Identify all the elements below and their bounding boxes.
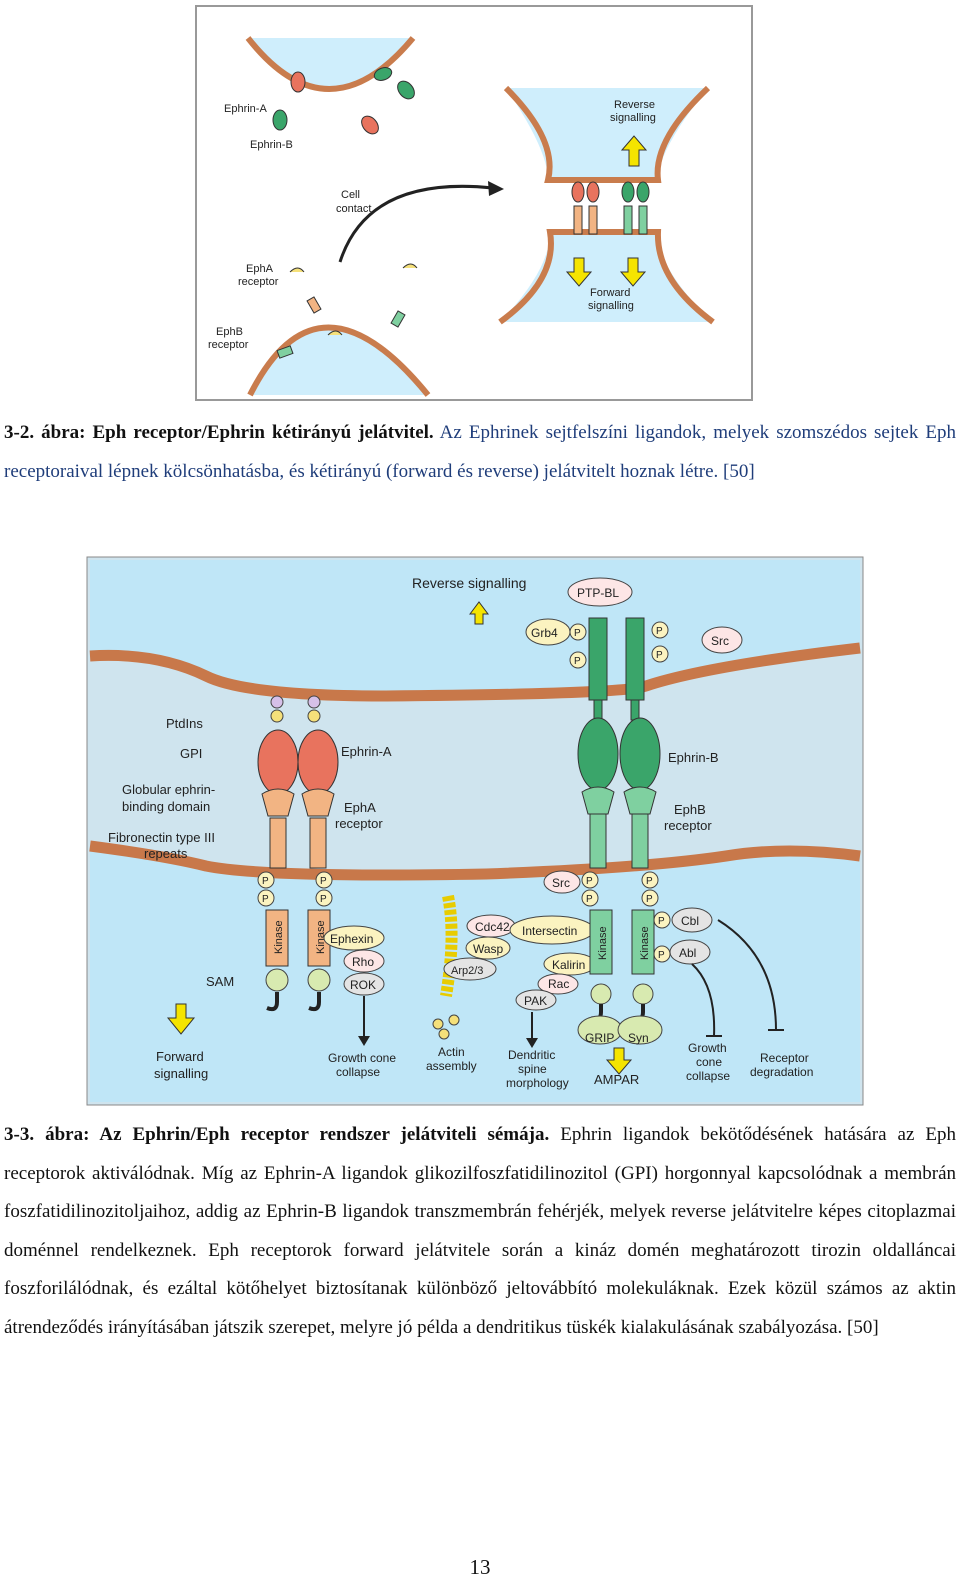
- svg-text:Src: Src: [711, 634, 729, 648]
- svg-text:GRIP: GRIP: [585, 1031, 614, 1045]
- svg-text:P: P: [656, 626, 663, 637]
- svg-text:P: P: [656, 650, 663, 661]
- ptp-bl-protein: PTP-BL: [568, 578, 632, 606]
- figure-3-3-caption: 3-3. ábra: Az Ephrin/Eph receptor rendsz…: [4, 1116, 956, 1347]
- svg-text:Kinase: Kinase: [597, 926, 609, 960]
- svg-text:P: P: [586, 894, 593, 905]
- svg-text:Grb4: Grb4: [531, 626, 558, 640]
- svg-text:P: P: [658, 916, 665, 927]
- svg-text:P: P: [586, 876, 593, 887]
- svg-text:P: P: [574, 628, 581, 639]
- label-ampar: AMPAR: [594, 1072, 639, 1087]
- svg-text:Intersectin: Intersectin: [522, 924, 577, 938]
- label-ephrin-a: Ephrin-A: [341, 744, 392, 759]
- svg-text:ROK: ROK: [350, 978, 376, 992]
- svg-text:P: P: [574, 656, 581, 667]
- label-reverse-signalling: Reverse signalling: [412, 575, 526, 591]
- svg-text:P: P: [262, 894, 269, 905]
- caption-3-3-text: Ephrin ligandok bekötődésének hatására a…: [4, 1124, 956, 1338]
- svg-text:Kinase: Kinase: [639, 926, 651, 960]
- svg-text:P: P: [646, 894, 653, 905]
- svg-text:Kalirin: Kalirin: [552, 958, 585, 972]
- src-protein-top: Src: [702, 627, 742, 653]
- page-number: 13: [0, 1555, 960, 1580]
- label-ephrin-a: Ephrin-A: [224, 103, 267, 115]
- caption-3-2-title: 3-2. ábra: Eph receptor/Ephrin kétirányú…: [4, 422, 434, 443]
- src-protein-bottom: Src: [544, 871, 580, 893]
- svg-text:Ephexin: Ephexin: [330, 932, 373, 946]
- svg-text:Rac: Rac: [548, 977, 569, 991]
- caption-3-3-title: 3-3. ábra: Az Ephrin/Eph receptor rendsz…: [4, 1124, 549, 1145]
- svg-text:Cbl: Cbl: [681, 914, 699, 928]
- svg-text:P: P: [320, 876, 327, 887]
- label-gpi: GPI: [180, 746, 202, 761]
- svg-text:Kinase: Kinase: [273, 920, 285, 954]
- svg-text:PTP-BL: PTP-BL: [577, 586, 619, 600]
- label-sam: SAM: [206, 974, 234, 989]
- svg-text:P: P: [658, 950, 665, 961]
- svg-text:Rho: Rho: [352, 955, 374, 969]
- svg-text:Cdc42: Cdc42: [475, 920, 510, 934]
- svg-text:Src: Src: [552, 876, 570, 890]
- svg-text:P: P: [320, 894, 327, 905]
- figure-ephrin-signalling-scheme: Reverse signalling PTP-BL Grb4 Src P P P…: [86, 556, 864, 1106]
- svg-text:Abl: Abl: [679, 946, 696, 960]
- figure-3-2-caption: 3-2. ábra: Eph receptor/Ephrin kétirányú…: [4, 414, 956, 491]
- label-ptdins: PtdIns: [166, 716, 203, 731]
- grb4-protein: Grb4: [526, 619, 570, 645]
- svg-text:Wasp: Wasp: [473, 942, 504, 956]
- label-ephrin-b: Ephrin-B: [250, 139, 293, 151]
- svg-text:P: P: [262, 876, 269, 887]
- svg-text:Arp2/3: Arp2/3: [451, 965, 483, 977]
- svg-text:PAK: PAK: [524, 994, 547, 1008]
- svg-text:Syn: Syn: [628, 1031, 649, 1045]
- svg-text:P: P: [646, 876, 653, 887]
- label-ephrin-b: Ephrin-B: [668, 750, 719, 765]
